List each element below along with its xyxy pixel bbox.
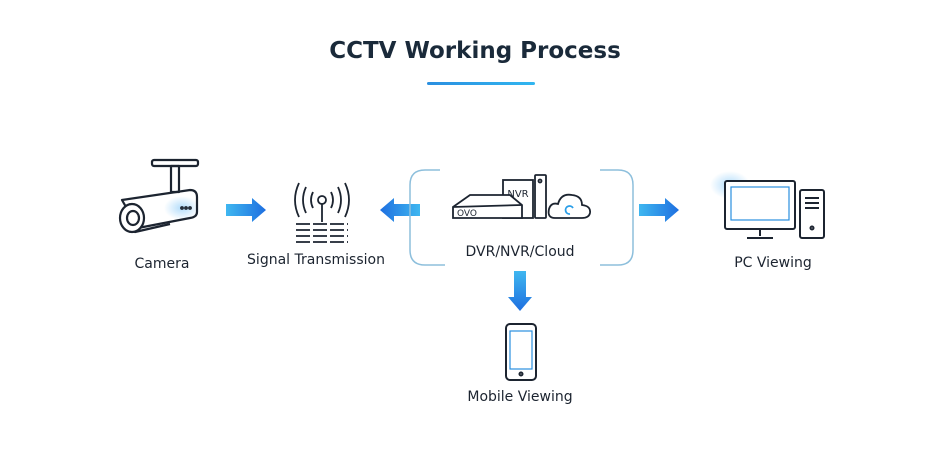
- arrow-storage-to-pc: [639, 198, 679, 222]
- node-label-camera: Camera: [134, 256, 190, 272]
- node-label-pc: PC Viewing: [734, 255, 812, 271]
- diagram-title: CCTV Working Process: [329, 38, 621, 64]
- storage-bracket: [409, 169, 634, 266]
- pc-icon: [710, 171, 825, 239]
- title-underline: [427, 82, 535, 85]
- svg-text:OVO: OVO: [457, 209, 477, 219]
- svg-text:NVR: NVR: [507, 189, 528, 200]
- dvr-nvr-icon: NVR OVO: [452, 174, 591, 219]
- node-label-storage: DVR/NVR/Cloud: [465, 244, 575, 260]
- arrow-storage-to-signal: [380, 198, 420, 222]
- node-label-mobile: Mobile Viewing: [467, 389, 573, 405]
- node-label-signal: Signal Transmission: [247, 252, 385, 268]
- arrow-camera-to-signal: [226, 198, 266, 222]
- arrow-storage-to-mobile: [508, 271, 532, 311]
- camera-icon: [118, 158, 200, 234]
- signal-tower-icon: [294, 182, 350, 243]
- mobile-phone-icon: [505, 323, 537, 381]
